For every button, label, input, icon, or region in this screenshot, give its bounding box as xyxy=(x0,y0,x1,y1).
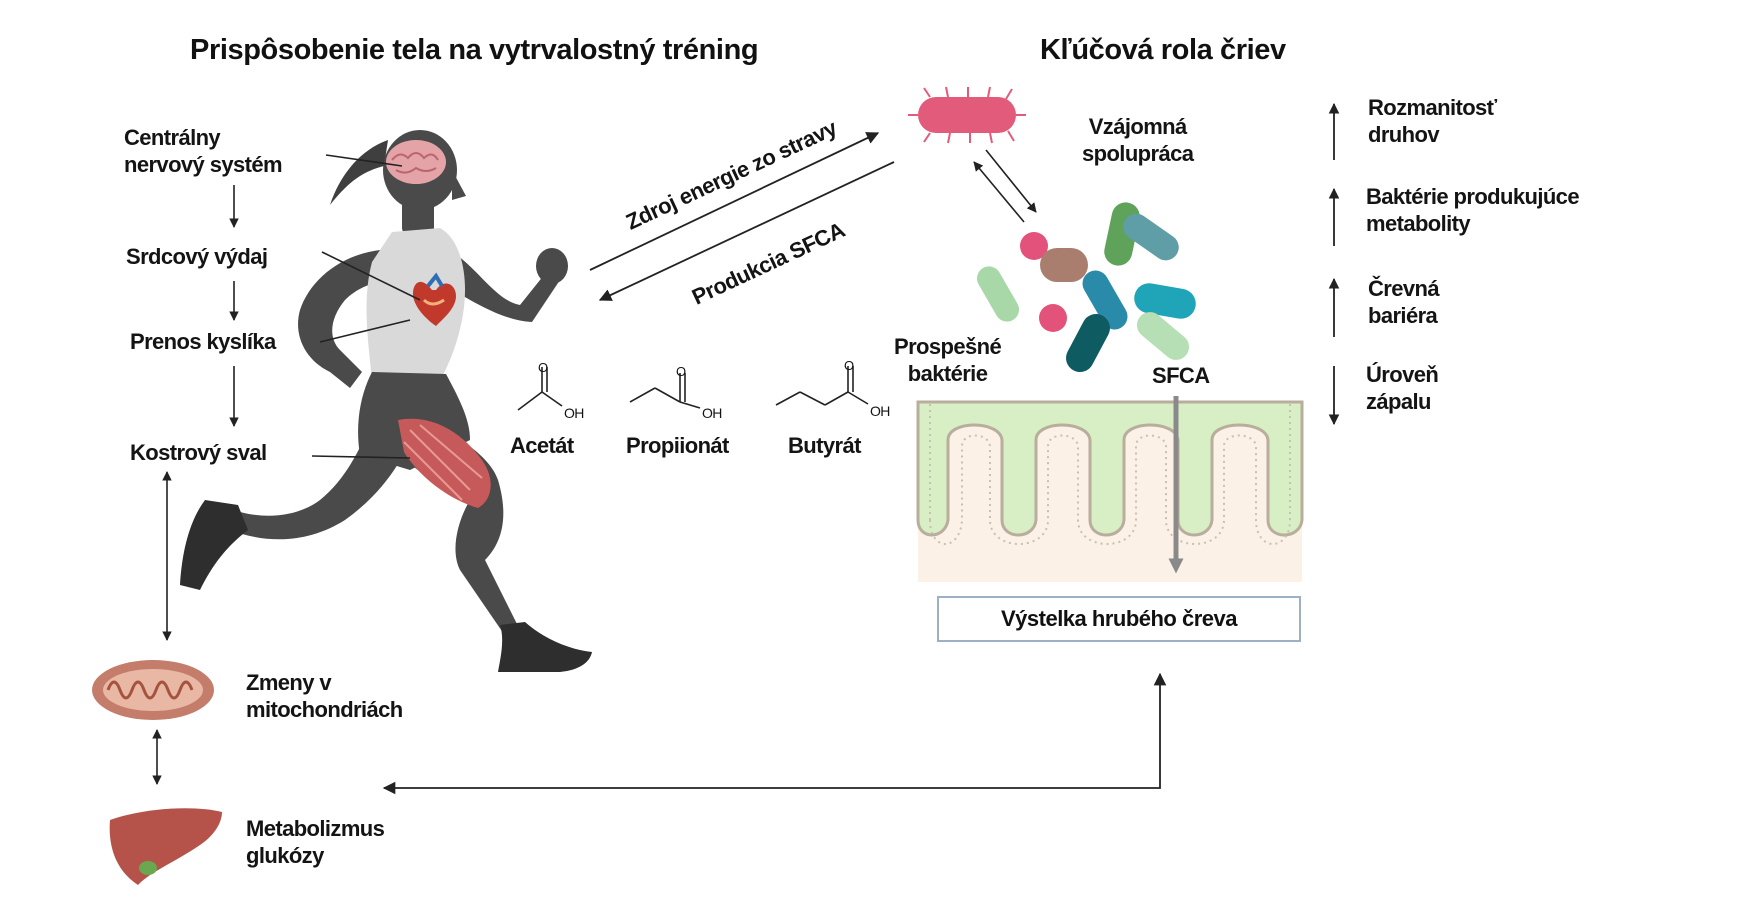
mol-oh-acetate: OH xyxy=(564,405,584,421)
effect-inflammation: Úroveň zápalu xyxy=(1366,362,1439,414)
effect-gut-barrier: Črevná bariéra xyxy=(1368,276,1440,328)
liver-icon xyxy=(109,808,222,885)
label-cardiac-output: Srdcový výdaj xyxy=(126,244,268,269)
mol-oh-butyrate: OH xyxy=(870,403,890,419)
label-oxygen-transport: Prenos kyslíka xyxy=(130,329,276,354)
label-acetate: Acetát xyxy=(510,433,574,458)
right-title: Kľúčová rola čriev xyxy=(1040,34,1286,66)
label-propionate: Propiionát xyxy=(626,433,729,458)
label-glucose: Metabolizmus glukózy xyxy=(246,816,385,868)
bacterium-icon xyxy=(908,86,1026,144)
bacteria-cluster xyxy=(977,202,1196,373)
acetate-structure xyxy=(517,367,563,411)
colon-lining xyxy=(916,400,1304,582)
left-title: Prispôsobenie tela na vytrvalostný tréni… xyxy=(190,34,759,66)
muscle-icon xyxy=(398,418,491,508)
label-cooperation: Vzájomná spolupráca xyxy=(1082,114,1194,166)
heart-icon xyxy=(412,272,456,326)
label-butyrate: Butyrát xyxy=(788,433,861,458)
brain-icon xyxy=(386,140,446,184)
propionate-structure xyxy=(629,373,701,409)
label-scfa: SFCA xyxy=(1152,363,1210,388)
label-cns: Centrálny nervový systém xyxy=(124,125,283,177)
label-skeletal-muscle: Kostrový sval xyxy=(130,440,267,465)
mol-oh-propionate: OH xyxy=(702,405,722,421)
mitochondrion-icon xyxy=(92,660,214,720)
colon-lining-box: Výstelka hrubého čreva xyxy=(937,596,1301,642)
effect-metabolite-bacteria: Baktérie produkujúce metabolity xyxy=(1366,184,1580,236)
mol-o-butyrate: O xyxy=(844,358,854,373)
butyrate-structure xyxy=(775,366,869,406)
label-colon-lining: Výstelka hrubého čreva xyxy=(1000,606,1238,631)
label-mitochondria: Zmeny v mitochondriách xyxy=(246,670,403,722)
mol-o-propionate: O xyxy=(676,364,686,379)
label-beneficial-bacteria: Prospešné baktérie xyxy=(894,334,1002,386)
mol-o-acetate: O xyxy=(538,360,548,375)
effect-species-diversity: Rozmanitosť druhov xyxy=(1368,95,1497,147)
